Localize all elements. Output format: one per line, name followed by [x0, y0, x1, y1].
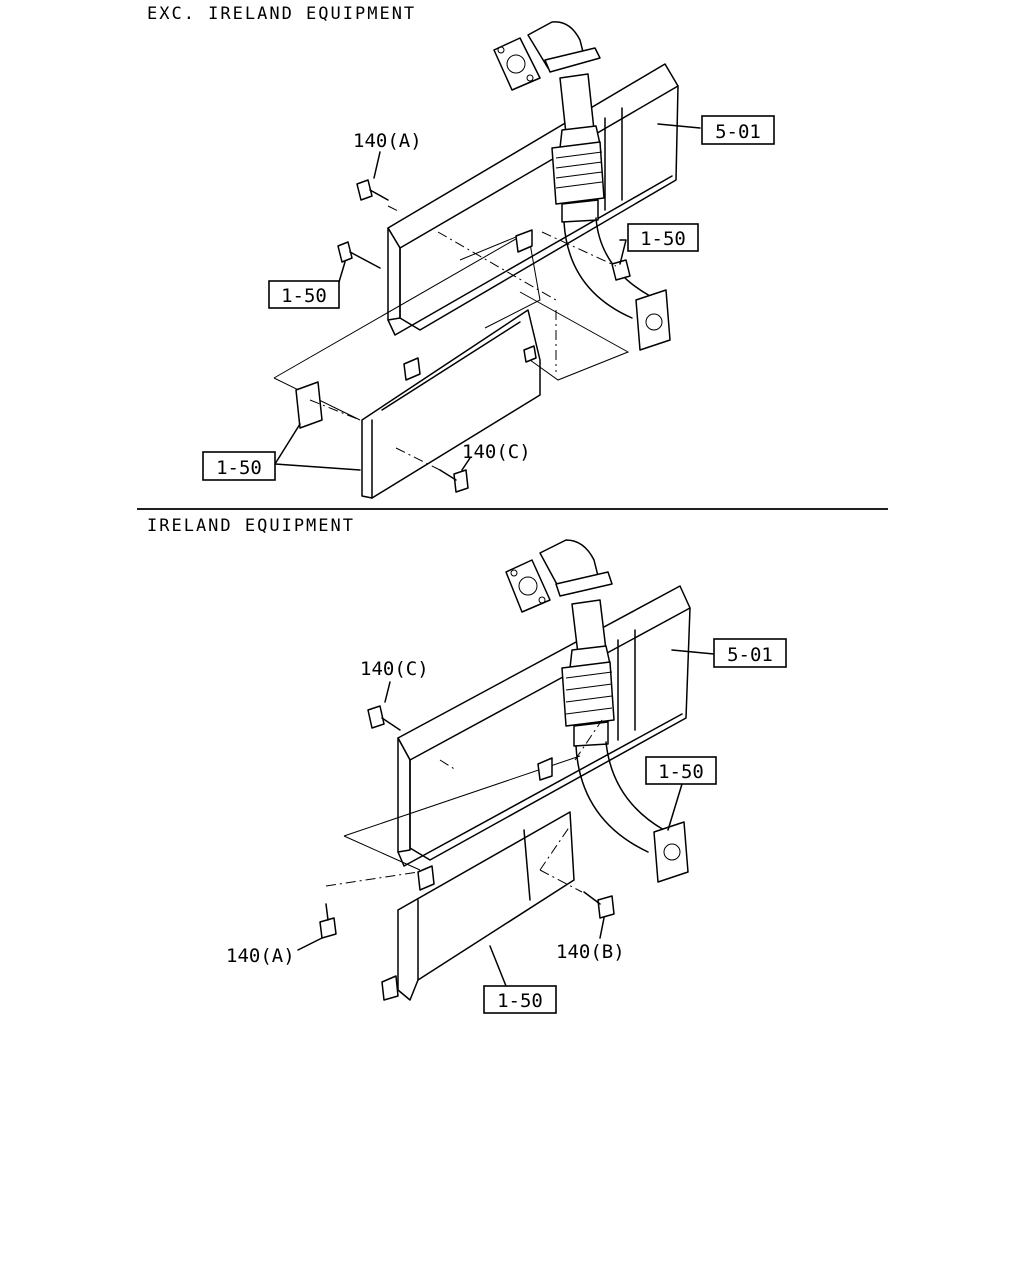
frame-rail — [397, 585, 691, 867]
bolt-140c-icon — [439, 469, 469, 493]
svg-text:1-50: 1-50 — [658, 761, 704, 783]
part-label-140a: 140(A) — [353, 130, 422, 152]
bolt-1-50-icon — [337, 241, 381, 269]
callout-1-50: 1-50 — [483, 985, 557, 1014]
heat-shield — [273, 231, 630, 499]
phantom-lines — [309, 205, 617, 471]
svg-text:1-50: 1-50 — [497, 990, 543, 1012]
section-title-ireland: IRELAND EQUIPMENT — [147, 516, 355, 536]
part-label-140b: 140(B) — [556, 941, 625, 963]
bolt-140a-icon — [356, 179, 389, 201]
heat-shield — [343, 755, 581, 1001]
callout-5-01: 5-01 — [713, 638, 787, 668]
callout-1-50: 1-50 — [645, 756, 717, 785]
part-label-140a: 140(A) — [226, 945, 295, 967]
bolt-140b-icon — [583, 891, 615, 919]
svg-text:1-50: 1-50 — [640, 228, 686, 250]
frame-rail — [387, 63, 679, 336]
callout-1-50: 1-50 — [268, 280, 340, 309]
diagram-exc-ireland: 5-01 1-50 1-50 1-50 140(A) 140(C) — [202, 21, 775, 499]
bracket — [381, 757, 553, 1001]
diagram-ireland: 5-01 1-50 1-50 140(C) 140(A) 140(B) — [226, 539, 787, 1014]
bolt-140a-icon — [319, 903, 337, 939]
callout-5-01: 5-01 — [701, 115, 775, 145]
svg-text:1-50: 1-50 — [216, 457, 262, 479]
phantom-lines — [325, 719, 603, 893]
part-label-140c: 140(C) — [462, 441, 531, 463]
svg-text:5-01: 5-01 — [727, 644, 773, 666]
svg-text:5-01: 5-01 — [715, 121, 761, 143]
section-title-exc-ireland: EXC. IRELAND EQUIPMENT — [147, 4, 417, 24]
exhaust-pipe — [493, 21, 671, 351]
part-label-140c: 140(C) — [360, 658, 429, 680]
callout-1-50: 1-50 — [202, 451, 276, 481]
exhaust-pipe — [505, 539, 689, 883]
svg-text:1-50: 1-50 — [281, 285, 327, 307]
bolt-140c-icon — [367, 705, 401, 731]
bracket — [295, 229, 537, 429]
callout-1-50: 1-50 — [627, 223, 699, 252]
